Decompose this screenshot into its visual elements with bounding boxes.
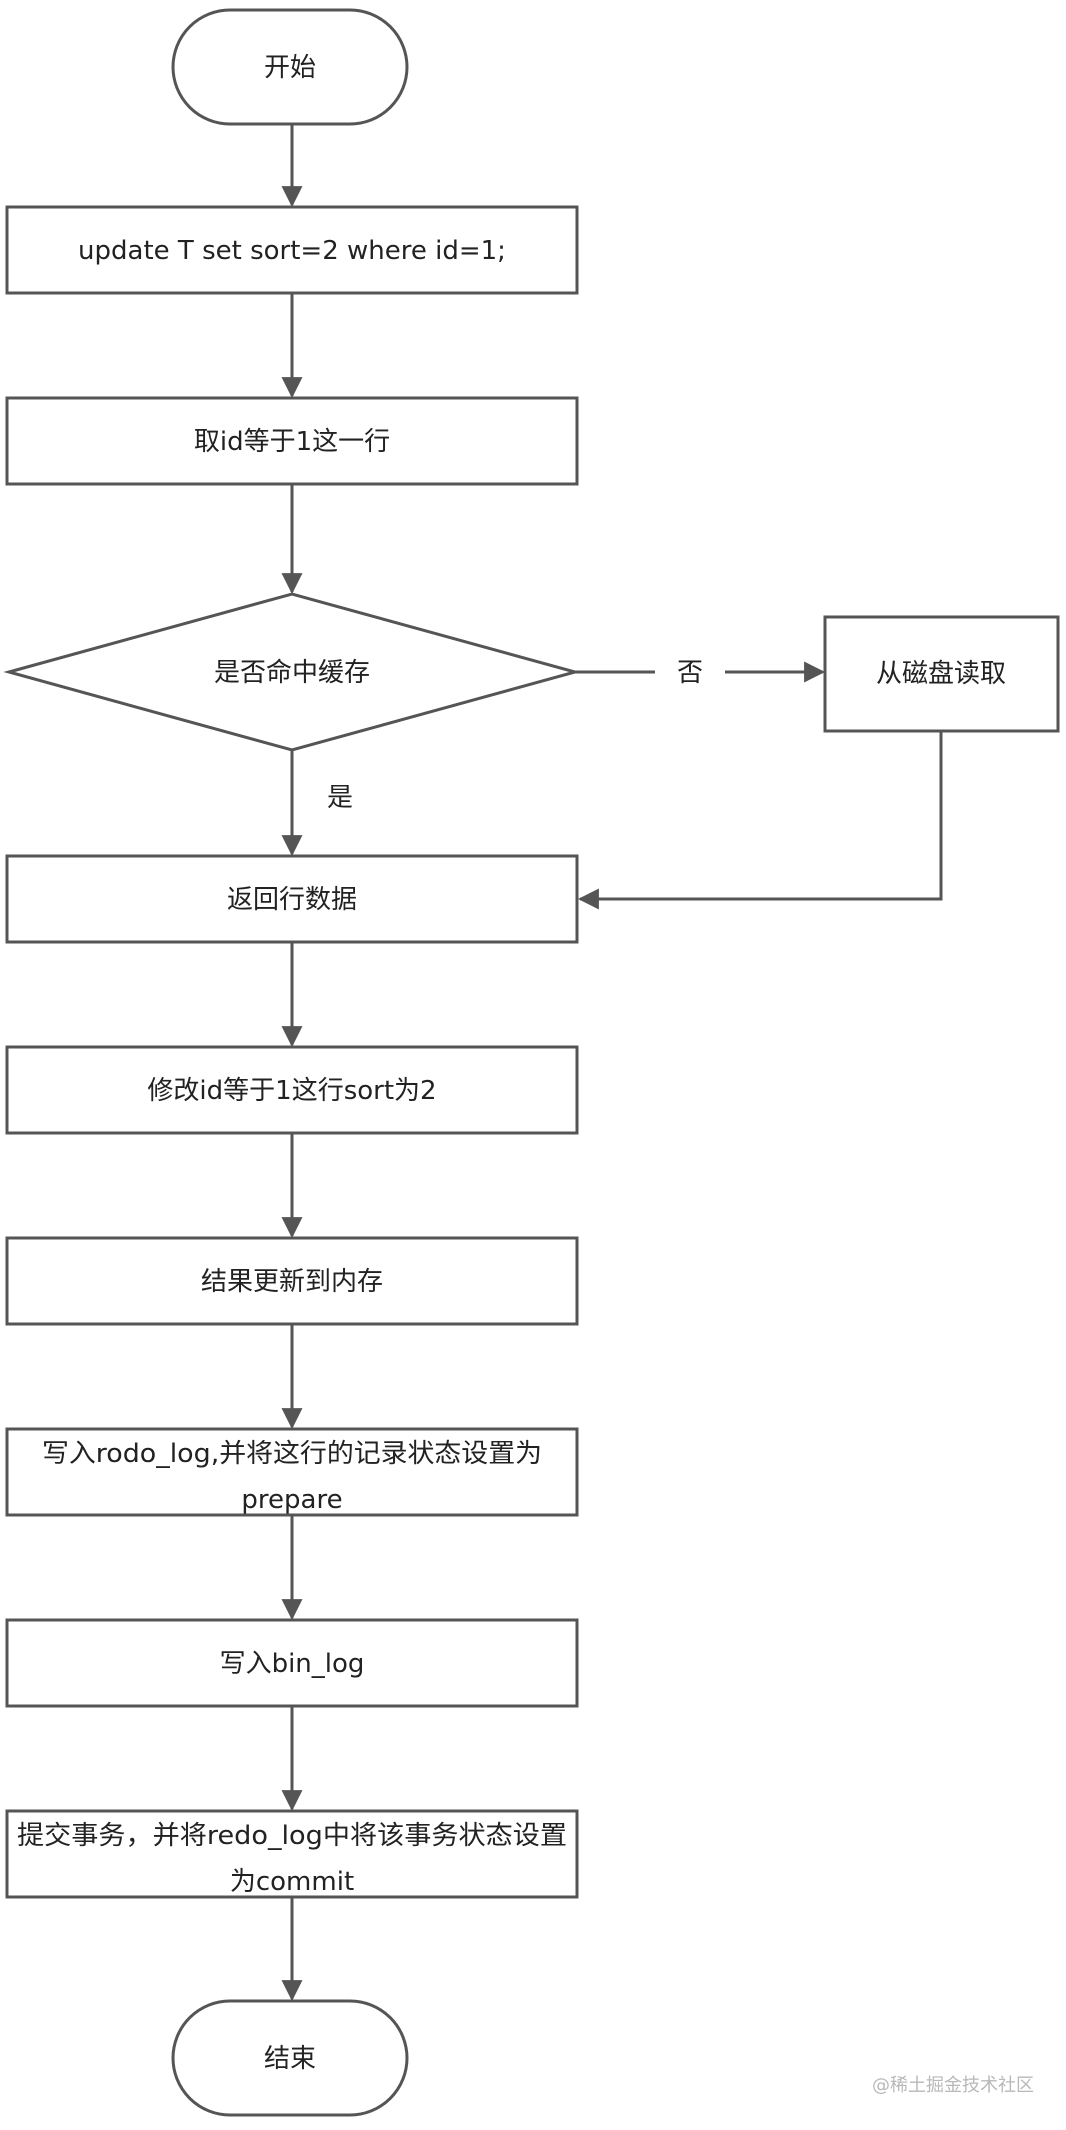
write-bin-log-label: 写入bin_log [220,1649,365,1679]
write-redo-log-label-line1: 写入rodo_log,并将这行的记录状态设置为 [42,1439,542,1469]
modify-sort-label: 修改id等于1这行sort为2 [147,1076,436,1106]
watermark: @稀土掘金技术社区 [872,2075,1034,2096]
return-row-label: 返回行数据 [227,885,357,915]
start-terminator [171,8,409,126]
arrow-disk-to-return [577,731,943,910]
read-from-disk-label: 从磁盘读取 [876,659,1006,689]
update-statement-label: update T set sort=2 where id=1; [78,236,506,266]
write-redo-log-label-line2: prepare [241,1485,342,1515]
update-memory-label: 结果更新到内存 [201,1267,383,1297]
end-label: 结束 [264,2044,316,2074]
commit-label-line1: 提交事务，并将redo_log中将该事务状态设置 [17,1821,567,1851]
cache-hit-label: 是否命中缓存 [214,658,370,688]
fetch-row-label: 取id等于1这一行 [194,427,390,457]
start-label: 开始 [264,53,316,83]
no-edge-label: 否 [677,658,703,688]
yes-edge-label: 是 [327,783,353,813]
commit-label-line2: 为commit [230,1867,354,1897]
